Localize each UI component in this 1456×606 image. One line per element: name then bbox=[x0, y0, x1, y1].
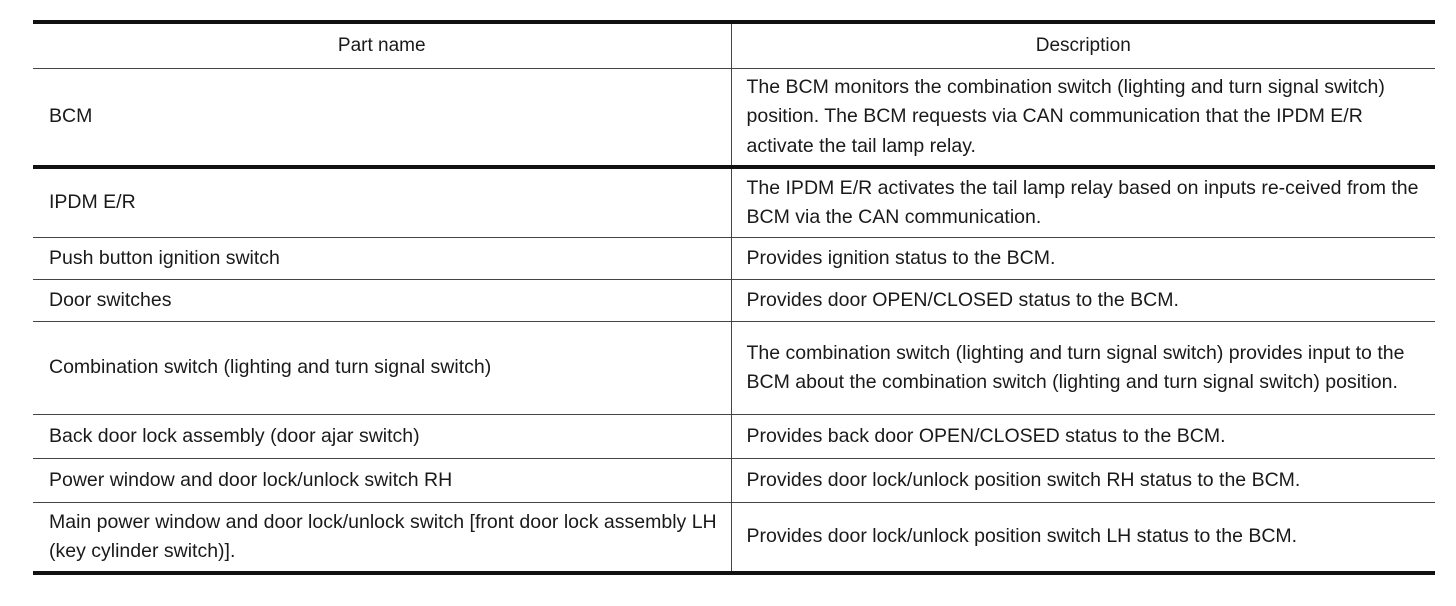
table-row: Combination switch (lighting and turn si… bbox=[33, 321, 1435, 415]
table-row: BCM The BCM monitors the combination swi… bbox=[33, 68, 1435, 169]
description-cell: Provides back door OPEN/CLOSED status to… bbox=[730, 414, 1435, 459]
table-row: Back door lock assembly (door ajar switc… bbox=[33, 414, 1435, 459]
column-header-part-name: Part name bbox=[33, 20, 731, 69]
description-cell: The IPDM E/R activates the tail lamp rel… bbox=[730, 167, 1435, 238]
table-row: IPDM E/R The IPDM E/R activates the tail… bbox=[33, 167, 1435, 238]
part-name-cell: Push button ignition switch bbox=[33, 237, 731, 280]
description-cell: Provides door OPEN/CLOSED status to the … bbox=[730, 279, 1435, 322]
table-row: Door switches Provides door OPEN/CLOSED … bbox=[33, 279, 1435, 322]
description-cell: Provides door lock/unlock position switc… bbox=[730, 502, 1435, 575]
parts-table-container: Part name Description BCM The BCM monito… bbox=[33, 20, 1435, 575]
part-name-cell: IPDM E/R bbox=[33, 167, 731, 238]
description-cell: The BCM monitors the combination switch … bbox=[730, 68, 1435, 169]
part-name-cell: Power window and door lock/unlock switch… bbox=[33, 458, 731, 503]
table-header-row: Part name Description bbox=[33, 20, 1435, 69]
table-row: Main power window and door lock/unlock s… bbox=[33, 502, 1435, 575]
part-name-cell: Combination switch (lighting and turn si… bbox=[33, 321, 731, 415]
description-cell: Provides door lock/unlock position switc… bbox=[730, 458, 1435, 503]
table-row: Power window and door lock/unlock switch… bbox=[33, 458, 1435, 503]
part-name-cell: Door switches bbox=[33, 279, 731, 322]
part-name-cell: Back door lock assembly (door ajar switc… bbox=[33, 414, 731, 459]
description-cell: Provides ignition status to the BCM. bbox=[730, 237, 1435, 280]
description-cell: The combination switch (lighting and tur… bbox=[730, 321, 1435, 415]
column-header-description: Description bbox=[730, 20, 1435, 69]
parts-description-table: Part name Description BCM The BCM monito… bbox=[33, 20, 1435, 575]
part-name-cell: Main power window and door lock/unlock s… bbox=[33, 502, 731, 575]
table-row: Push button ignition switch Provides ign… bbox=[33, 237, 1435, 280]
part-name-cell: BCM bbox=[33, 68, 731, 169]
